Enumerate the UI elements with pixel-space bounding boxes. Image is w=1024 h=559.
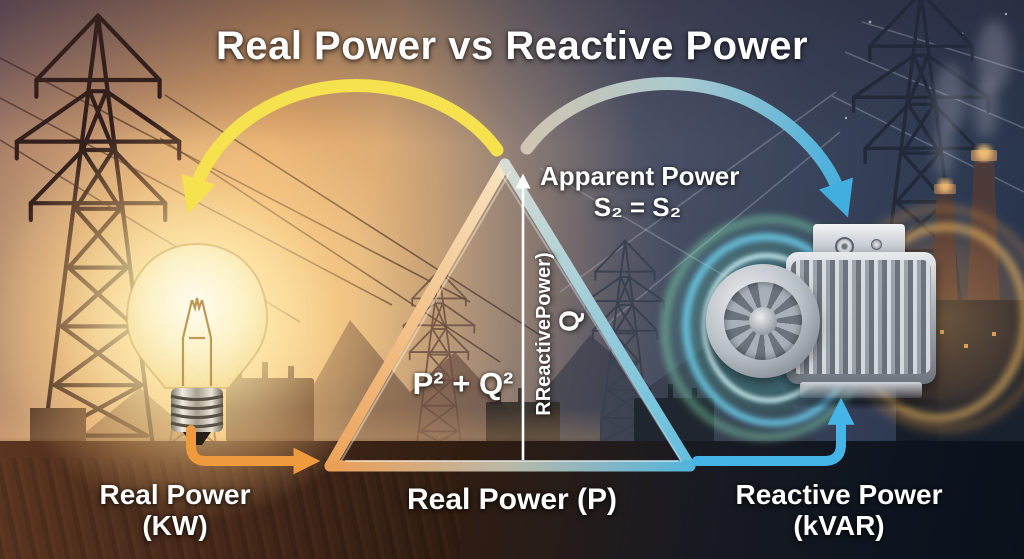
motor-fan-hub xyxy=(749,307,777,335)
smoke-plumes xyxy=(934,20,1011,178)
power-plant-silhouette xyxy=(896,20,1024,452)
blue-elbow-arrow xyxy=(692,397,855,466)
terminal-bolt xyxy=(871,239,882,250)
apparent-power-label: Apparent Power xyxy=(540,161,740,191)
reactive-power-label-line1: Reactive Power xyxy=(735,479,943,510)
triangle-hypotenuse-right xyxy=(499,158,696,472)
electric-motor-illustration xyxy=(645,194,1024,456)
cyan-curved-arrow xyxy=(520,77,853,218)
reactive-axis-label: RReactivePower) xyxy=(532,252,555,416)
screw-threads xyxy=(170,394,224,428)
motor-feet xyxy=(800,382,922,398)
page-title: Real Power vs Reactive Power xyxy=(215,24,809,68)
reactive-power-label-line2: (kVAR) xyxy=(793,510,885,542)
orange-elbow-arrow xyxy=(186,425,321,475)
triangle-hypotenuse-left xyxy=(324,158,511,472)
real-power-label-line1: Real Power xyxy=(99,479,251,510)
motor-shadow xyxy=(778,394,948,410)
real-power-label-line2: (KW) xyxy=(142,510,208,542)
plant-building xyxy=(926,300,1024,452)
triangle-left-highlight xyxy=(340,171,511,462)
bulb-filament xyxy=(181,297,213,386)
reactive-symbol-label: Q xyxy=(553,310,585,332)
smokestack xyxy=(931,192,958,306)
smokestack xyxy=(967,160,1000,306)
triangle-base-label: Real Power (P) xyxy=(406,483,618,516)
light-bulb-illustration xyxy=(125,242,269,445)
yellow-curved-arrow xyxy=(181,79,504,214)
triangle-right-highlight xyxy=(499,171,682,462)
reactive-power-label: Reactive Power (kVAR) xyxy=(713,479,965,542)
real-power-label: Real Power (KW) xyxy=(55,479,295,542)
pythagorean-formula: P² + Q² xyxy=(412,366,514,401)
power-triangle xyxy=(324,158,696,472)
apparent-power-formula: S₂ = S₂ xyxy=(593,192,682,222)
